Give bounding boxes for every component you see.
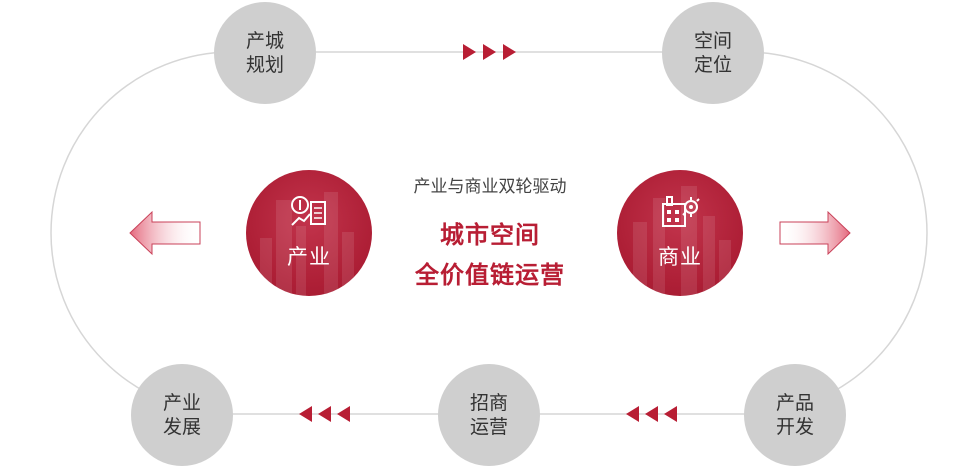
stage-industry-development-line1: 产业 xyxy=(162,392,201,414)
bottom-right-flow-arrows-icon xyxy=(626,406,677,422)
stage-planning-line2: 规划 xyxy=(245,54,284,76)
stage-investment-operation-line1: 招商 xyxy=(469,392,508,414)
center-headline-line1: 城市空间 xyxy=(440,221,540,249)
hub-commerce-label: 商业 xyxy=(658,245,702,269)
hub-industry-label: 产业 xyxy=(287,245,331,269)
center-subtitle: 产业与商业双轮驱动 xyxy=(413,177,567,197)
top-flow-arrows-icon xyxy=(463,44,516,60)
center-headline-line2: 全价值链运营 xyxy=(415,261,565,289)
stage-industry-development-line2: 发展 xyxy=(162,416,201,438)
stage-positioning-line2: 定位 xyxy=(693,54,732,76)
factory-gear-icon xyxy=(662,196,700,227)
stage-investment-operation: 招商 运营 xyxy=(438,364,540,466)
hub-industry: 产业 xyxy=(246,170,372,296)
stage-industry-development: 产业 发展 xyxy=(131,364,233,466)
stage-planning-line1: 产城 xyxy=(245,30,284,52)
stage-product-development: 产品 开发 xyxy=(744,364,846,466)
stage-investment-operation-line2: 运营 xyxy=(469,416,508,438)
bottom-left-flow-arrows-icon xyxy=(299,406,350,422)
stage-product-development-line1: 产品 xyxy=(775,392,814,414)
stage-positioning: 空间 定位 xyxy=(662,2,764,104)
stage-planning: 产城 规划 xyxy=(214,2,316,104)
right-outward-arrow-icon xyxy=(779,210,851,256)
stage-positioning-line1: 空间 xyxy=(693,30,732,52)
stage-product-development-line2: 开发 xyxy=(775,416,814,438)
left-outward-arrow-icon xyxy=(129,210,201,256)
hub-commerce: 商业 xyxy=(617,170,743,296)
analytics-chart-icon xyxy=(291,196,326,226)
